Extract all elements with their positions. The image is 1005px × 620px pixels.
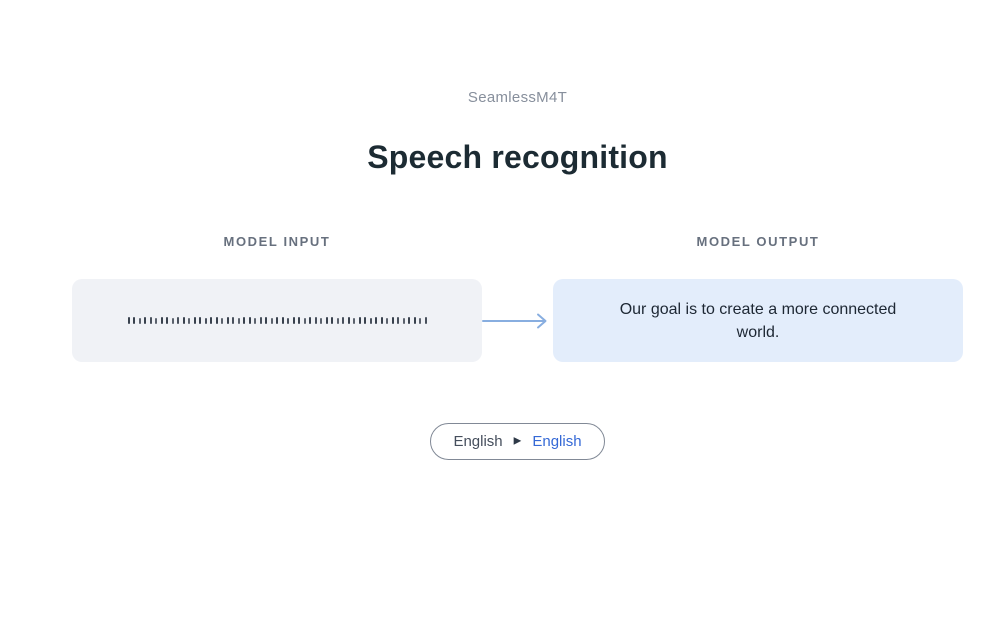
waveform-bar (419, 317, 421, 324)
waveform-bar (259, 317, 262, 324)
waveform-bar (347, 317, 350, 324)
model-output-label: MODEL OUTPUT (696, 234, 820, 249)
waveform-bar (215, 317, 218, 324)
waveform-bar (243, 317, 245, 324)
brand-text: SeamlessM4T (467, 89, 568, 106)
waveform-bar (309, 317, 311, 324)
model-input-panel[interactable] (72, 279, 482, 362)
waveform-bar (386, 317, 388, 324)
waveform-bar (232, 317, 234, 324)
language-pill[interactable]: English ▶ English (430, 423, 605, 460)
waveform-bar (204, 317, 207, 324)
arrow-cell (482, 313, 553, 329)
waveform-bar (276, 317, 278, 324)
waveform-bar (188, 317, 190, 324)
waveform-bar (166, 317, 168, 324)
waveform-bar (424, 317, 427, 324)
waveform-bar (292, 317, 295, 324)
waveform-bar (199, 317, 201, 324)
waveform-bar (281, 317, 284, 324)
model-output-panel: Our goal is to create a more connected w… (553, 279, 963, 362)
waveform-bar (397, 317, 399, 324)
waveform-bar (342, 317, 344, 324)
waveform-bar (369, 317, 372, 324)
waveform-bar (149, 317, 152, 324)
play-triangle-icon: ▶ (513, 435, 522, 446)
target-language-label: English (532, 433, 582, 450)
page-root: SeamlessM4T Speech recognition MODEL INP… (72, 89, 963, 460)
waveform-bar (314, 317, 317, 324)
waveform-bar (160, 317, 163, 324)
output-text: Our goal is to create a more connected w… (619, 300, 897, 341)
page-title: Speech recognition (367, 139, 668, 175)
waveform-bar (320, 317, 322, 324)
waveform-bar (391, 317, 394, 324)
waveform-bar (226, 317, 229, 324)
waveform-bar (138, 317, 141, 324)
waveform-bar (408, 317, 410, 324)
waveform-bar (270, 317, 273, 324)
waveform-bar (254, 317, 256, 324)
waveform-bar (193, 317, 196, 324)
waveform-bar (364, 317, 366, 324)
waveform-bar (237, 317, 240, 324)
waveform-bar (144, 317, 146, 324)
waveform-bar (221, 317, 223, 324)
waveform-bar (182, 317, 185, 324)
io-labels-row: MODEL INPUT MODEL OUTPUT (72, 234, 963, 250)
waveform-bar (336, 317, 339, 324)
waveform-bar (331, 317, 333, 324)
waveform-bar (287, 317, 289, 324)
waveform-bar (265, 317, 267, 324)
waveform-bar (298, 317, 300, 324)
waveform-bar (155, 317, 157, 324)
waveform-bar (127, 317, 130, 324)
source-language-label: English (453, 433, 503, 450)
model-input-label: MODEL INPUT (223, 234, 331, 249)
waveform-bar (380, 317, 383, 324)
waveform-bar (177, 317, 179, 324)
waveform-bar (171, 317, 174, 324)
arrow-right-icon (482, 313, 547, 328)
waveform-bar (413, 317, 416, 324)
waveform-bar (402, 317, 405, 324)
waveform-bar (375, 317, 377, 324)
waveform-bar (358, 317, 361, 324)
audio-waveform (127, 317, 427, 324)
waveform-bar (133, 317, 135, 324)
waveform-bar (325, 317, 328, 324)
pill-row: English ▶ English (72, 423, 963, 460)
waveform-bar (210, 317, 212, 324)
waveform-bar (303, 317, 306, 324)
waveform-bar (353, 317, 355, 324)
io-panels-row: Our goal is to create a more connected w… (72, 279, 963, 362)
waveform-bar (248, 317, 251, 324)
